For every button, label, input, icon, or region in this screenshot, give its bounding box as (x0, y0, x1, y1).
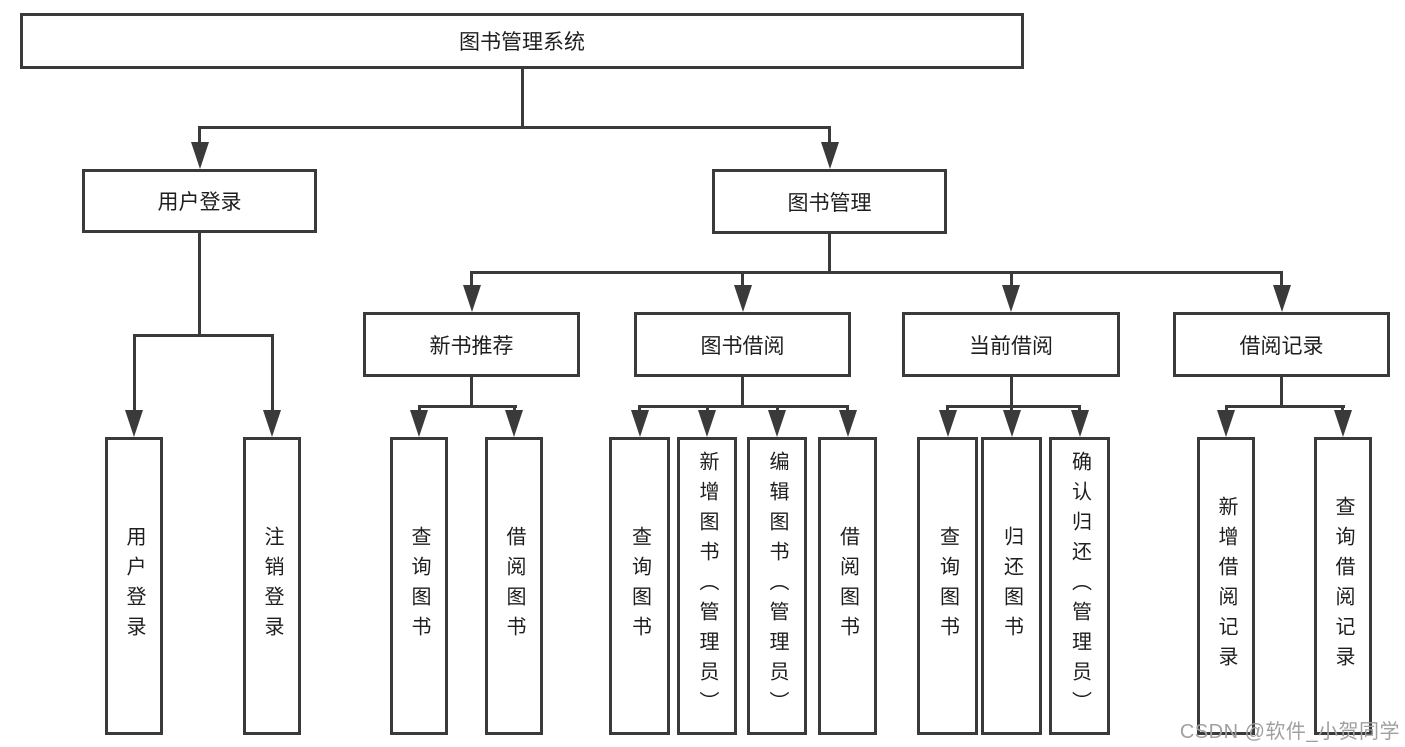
connector-to-user-login (198, 126, 201, 145)
arrowhead-down-icon (631, 410, 649, 437)
arrowhead-down-icon (505, 410, 523, 437)
connector-stub (706, 405, 709, 414)
node-borrow-record-label: 借阅记录 (1239, 334, 1324, 358)
csdn-watermark: CSDN @软件_小贺同学 (1179, 721, 1400, 743)
connector-book-management-trunk (828, 234, 831, 274)
leaf-confirm-return-admin: 确认归还（管理员） (1049, 437, 1110, 735)
connector-current-borrow-trunk (1010, 377, 1013, 408)
leaf-edit-book-admin-label: 编辑图书（管理员） (766, 451, 788, 721)
connector-to-book-management (828, 126, 831, 145)
arrowhead-down-icon (698, 410, 716, 437)
connector-new-book-recommend-trunk (470, 377, 473, 408)
leaf-user-login-label: 用户登录 (123, 526, 145, 646)
leaf-borrow-book-1-label: 借阅图书 (503, 526, 525, 646)
leaf-query-book-1-label: 查询图书 (408, 526, 430, 646)
arrowhead-down-icon (734, 285, 752, 312)
leaf-logout-label: 注销登录 (261, 526, 283, 646)
arrowhead-down-icon (839, 410, 857, 437)
connector-stub (418, 405, 421, 414)
node-book-management-label: 图书管理 (787, 191, 872, 215)
connector-to-book-borrow (741, 271, 744, 288)
connector-stub (846, 405, 849, 414)
leaf-add-borrow-record-label: 新增借阅记录 (1215, 496, 1237, 676)
connector-level3-bar (470, 271, 1283, 274)
leaf-confirm-return-admin-label: 确认归还（管理员） (1068, 451, 1091, 721)
leaf-query-book-2: 查询图书 (609, 437, 670, 735)
connector-stub (1078, 405, 1081, 414)
arrowhead-down-icon (263, 410, 281, 437)
leaf-add-book-admin: 新增图书（管理员） (677, 437, 737, 735)
leaf-user-login: 用户登录 (105, 437, 163, 735)
leaf-query-book-3-label: 查询图书 (936, 526, 959, 646)
connector-stub (638, 405, 641, 414)
arrowhead-down-icon (1217, 410, 1235, 437)
arrowhead-down-icon (939, 410, 957, 437)
connector-user-login-trunk (198, 233, 201, 336)
node-book-management: 图书管理 (712, 169, 947, 234)
node-new-book-recommend-label: 新书推荐 (429, 334, 514, 358)
connector-level1-bar (198, 126, 831, 129)
connector-stub (1341, 405, 1344, 414)
leaf-query-book-2-label: 查询图书 (628, 526, 651, 646)
leaf-add-book-admin-label: 新增图书（管理员） (696, 451, 718, 721)
connector-new-book-recommend-bar (418, 405, 517, 408)
arrowhead-down-icon (1003, 410, 1021, 437)
node-root-label: 图书管理系统 (459, 31, 585, 54)
leaf-query-book-3: 查询图书 (917, 437, 978, 735)
arrowhead-down-icon (1071, 410, 1089, 437)
node-book-borrow: 图书借阅 (634, 312, 851, 377)
connector-book-borrow-trunk (741, 377, 744, 408)
node-user-login-label: 用户登录 (157, 191, 242, 214)
arrowhead-down-icon (1273, 285, 1291, 312)
connector-stub (776, 405, 779, 414)
connector-to-leaf-logout (271, 334, 274, 413)
arrowhead-down-icon (1002, 285, 1020, 312)
node-book-borrow-label: 图书借阅 (700, 334, 785, 358)
arrowhead-down-icon (463, 285, 481, 312)
leaf-add-borrow-record: 新增借阅记录 (1197, 437, 1255, 735)
arrowhead-down-icon (191, 142, 209, 169)
arrowhead-down-icon (821, 142, 839, 169)
connector-stub (946, 405, 949, 414)
arrowhead-down-icon (1334, 410, 1352, 437)
node-current-borrow: 当前借阅 (902, 312, 1120, 377)
connector-stub (513, 405, 516, 414)
leaf-return-book-label: 归还图书 (1000, 526, 1023, 646)
leaf-query-borrow-record-label: 查询借阅记录 (1332, 496, 1354, 676)
leaf-query-book-1: 查询图书 (390, 437, 448, 735)
connector-root-trunk (521, 69, 524, 129)
connector-to-borrow-record (1280, 271, 1283, 288)
arrowhead-down-icon (410, 410, 428, 437)
node-borrow-record: 借阅记录 (1173, 312, 1390, 377)
node-user-login: 用户登录 (82, 169, 317, 233)
node-root: 图书管理系统 (20, 13, 1024, 69)
leaf-borrow-book-2: 借阅图书 (818, 437, 877, 735)
connector-current-borrow-bar (946, 405, 1081, 408)
connector-to-new-book-recommend (470, 271, 473, 288)
connector-user-login-bar (133, 334, 274, 337)
node-current-borrow-label: 当前借阅 (969, 334, 1053, 358)
leaf-edit-book-admin: 编辑图书（管理员） (747, 437, 807, 735)
leaf-borrow-book-1: 借阅图书 (485, 437, 543, 735)
connector-stub (1010, 405, 1013, 414)
connector-borrow-record-bar (1225, 405, 1345, 408)
leaf-borrow-book-2-label: 借阅图书 (836, 526, 859, 646)
connector-to-leaf-user-login (133, 334, 136, 413)
connector-to-current-borrow (1010, 271, 1013, 288)
connector-borrow-record-trunk (1280, 377, 1283, 408)
connector-book-borrow-bar (638, 405, 849, 408)
arrowhead-down-icon (125, 410, 143, 437)
leaf-query-borrow-record: 查询借阅记录 (1314, 437, 1372, 735)
connector-stub (1225, 405, 1228, 414)
node-new-book-recommend: 新书推荐 (363, 312, 580, 377)
leaf-logout: 注销登录 (243, 437, 301, 735)
leaf-return-book: 归还图书 (981, 437, 1042, 735)
arrowhead-down-icon (768, 410, 786, 437)
